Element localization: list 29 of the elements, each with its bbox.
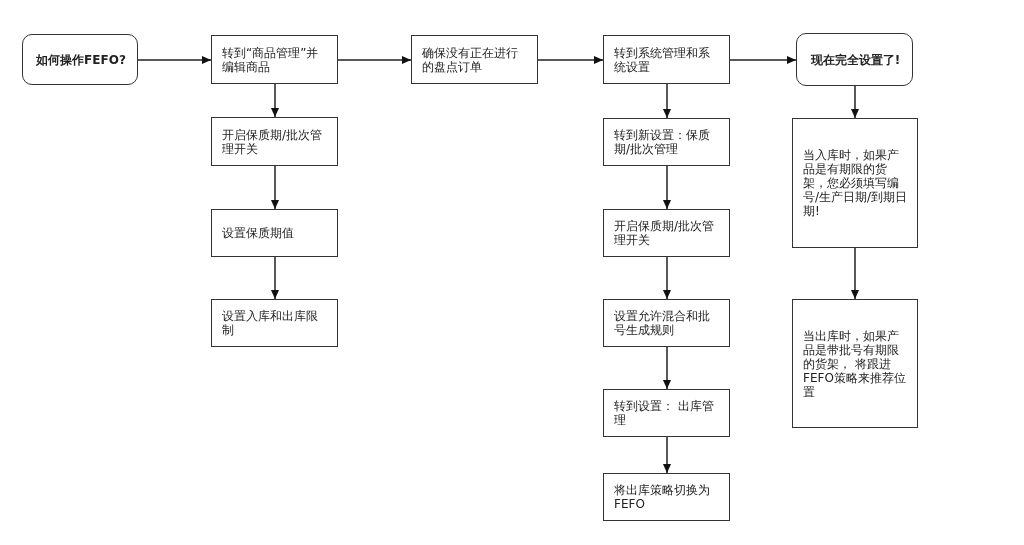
process-box: 转到新设置：保质期/批次管理 [603,118,730,166]
terminator-box: 如何操作FEFO? [22,34,138,85]
process-box: 转到设置： 出库管理 [603,389,730,437]
arrow [851,85,859,119]
arrow [729,56,797,64]
process-box: 设置入库和出库限制 [211,299,338,347]
arrow [663,165,671,210]
process-box: 设置保质期值 [211,209,338,257]
process-box: 转到系统管理和系统设置 [603,35,730,84]
arrow [537,56,604,64]
arrow [663,83,671,119]
terminator-box: 现在完全设置了! [796,33,913,86]
arrow [851,247,859,300]
note-box: 当入库时，如果产品是有期限的货架，您必须填写编号/生产日期/到期日期! [792,118,918,248]
process-box: 将出库策略切换为FEFO [603,473,730,521]
process-box: 开启保质期/批次管理开关 [211,117,338,166]
process-box: 开启保质期/批次管理开关 [603,209,730,257]
process-box: 设置允许混合和批号生成规则 [603,299,730,347]
arrow [271,256,279,300]
arrow [337,56,412,64]
arrow [663,256,671,300]
arrow [137,56,212,64]
arrow [663,436,671,474]
process-box: 转到“商品管理”并编辑商品 [211,35,338,84]
arrow [663,346,671,390]
arrow [271,83,279,118]
note-box: 当出库时，如果产品是带批号有期限的货架， 将跟进FEFO策略来推荐位置 [792,299,918,428]
arrow [271,165,279,210]
process-box: 确保没有正在进行的盘点订单 [411,35,538,84]
